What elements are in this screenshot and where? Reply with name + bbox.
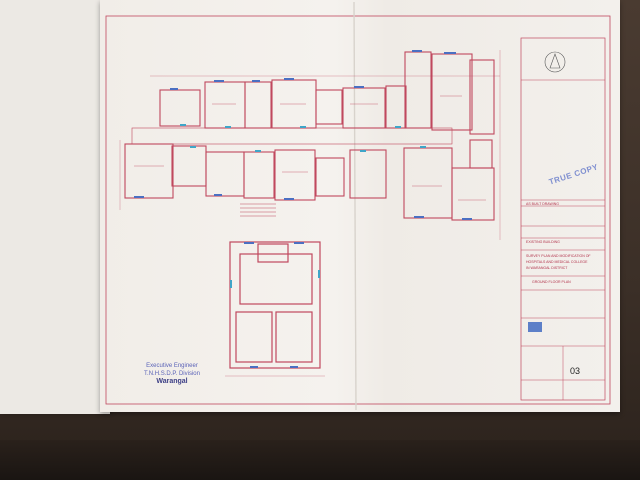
folded-sheet-back: [0, 0, 110, 414]
stair: [240, 203, 276, 217]
north-arrow-icon: [544, 51, 566, 73]
sheet-border: [105, 15, 611, 405]
middle-wing: [124, 139, 495, 221]
stamp-line-1: Executive Engineer: [146, 363, 198, 369]
table-edge: [0, 440, 640, 480]
project-line-3: IN WARANGAL DISTRICT: [526, 266, 568, 270]
lower-block: [229, 241, 321, 369]
upper-wing: [159, 51, 495, 135]
stamp-line-2: T.N.H.S.D.P. Division: [144, 371, 200, 377]
window-markers: [134, 50, 472, 368]
dimension-lines: [119, 50, 501, 377]
drawing-title: GROUND FLOOR PLAN: [532, 280, 571, 284]
sheet-number: 03: [570, 366, 581, 376]
status-label: AS BUILT DRAWING: [526, 202, 559, 206]
logo-icon: [528, 322, 542, 332]
project-line-2: HOSPITALS AND MEDICAL COLLEGE: [526, 260, 588, 264]
stamp-signature: Warangal: [156, 378, 188, 385]
fold-line: [353, 1, 357, 411]
title-block: [520, 37, 606, 401]
project-line-1: SURVEY PLAN AND MODIFICATION OF: [526, 254, 591, 258]
corridor: [131, 127, 453, 145]
engineer-stamp: Executive Engineer T.N.H.S.D.P. Division…: [132, 362, 212, 386]
door-markers: [180, 124, 426, 288]
building-label: EXISTING BUILDING: [526, 240, 560, 244]
room-labels: [134, 95, 486, 201]
